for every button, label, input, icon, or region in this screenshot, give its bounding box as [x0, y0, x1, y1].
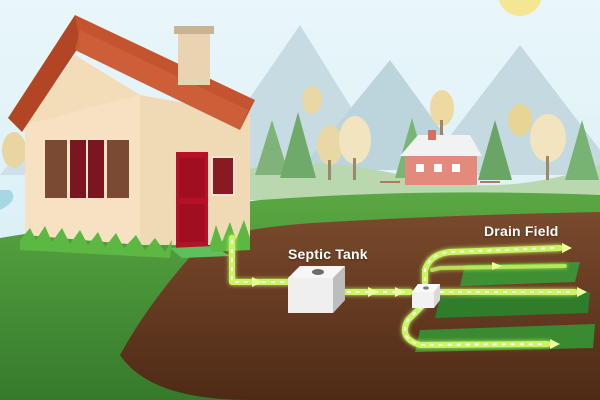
stream [0, 190, 14, 210]
chimney [178, 30, 210, 85]
house [8, 15, 255, 258]
drain-field-label: Drain Field [484, 223, 559, 239]
background-farmhouse [380, 130, 500, 185]
soil-cutaway [120, 212, 600, 400]
septic-tank-label: Septic Tank [288, 246, 368, 262]
arrow-right-icon [252, 243, 587, 349]
window-side [211, 156, 235, 196]
house-grass [20, 226, 172, 258]
flow-distribution-inner [430, 264, 567, 272]
sun [498, 0, 542, 16]
window-front [45, 140, 129, 198]
distribution-box [412, 284, 440, 308]
septic-tank [288, 266, 345, 313]
